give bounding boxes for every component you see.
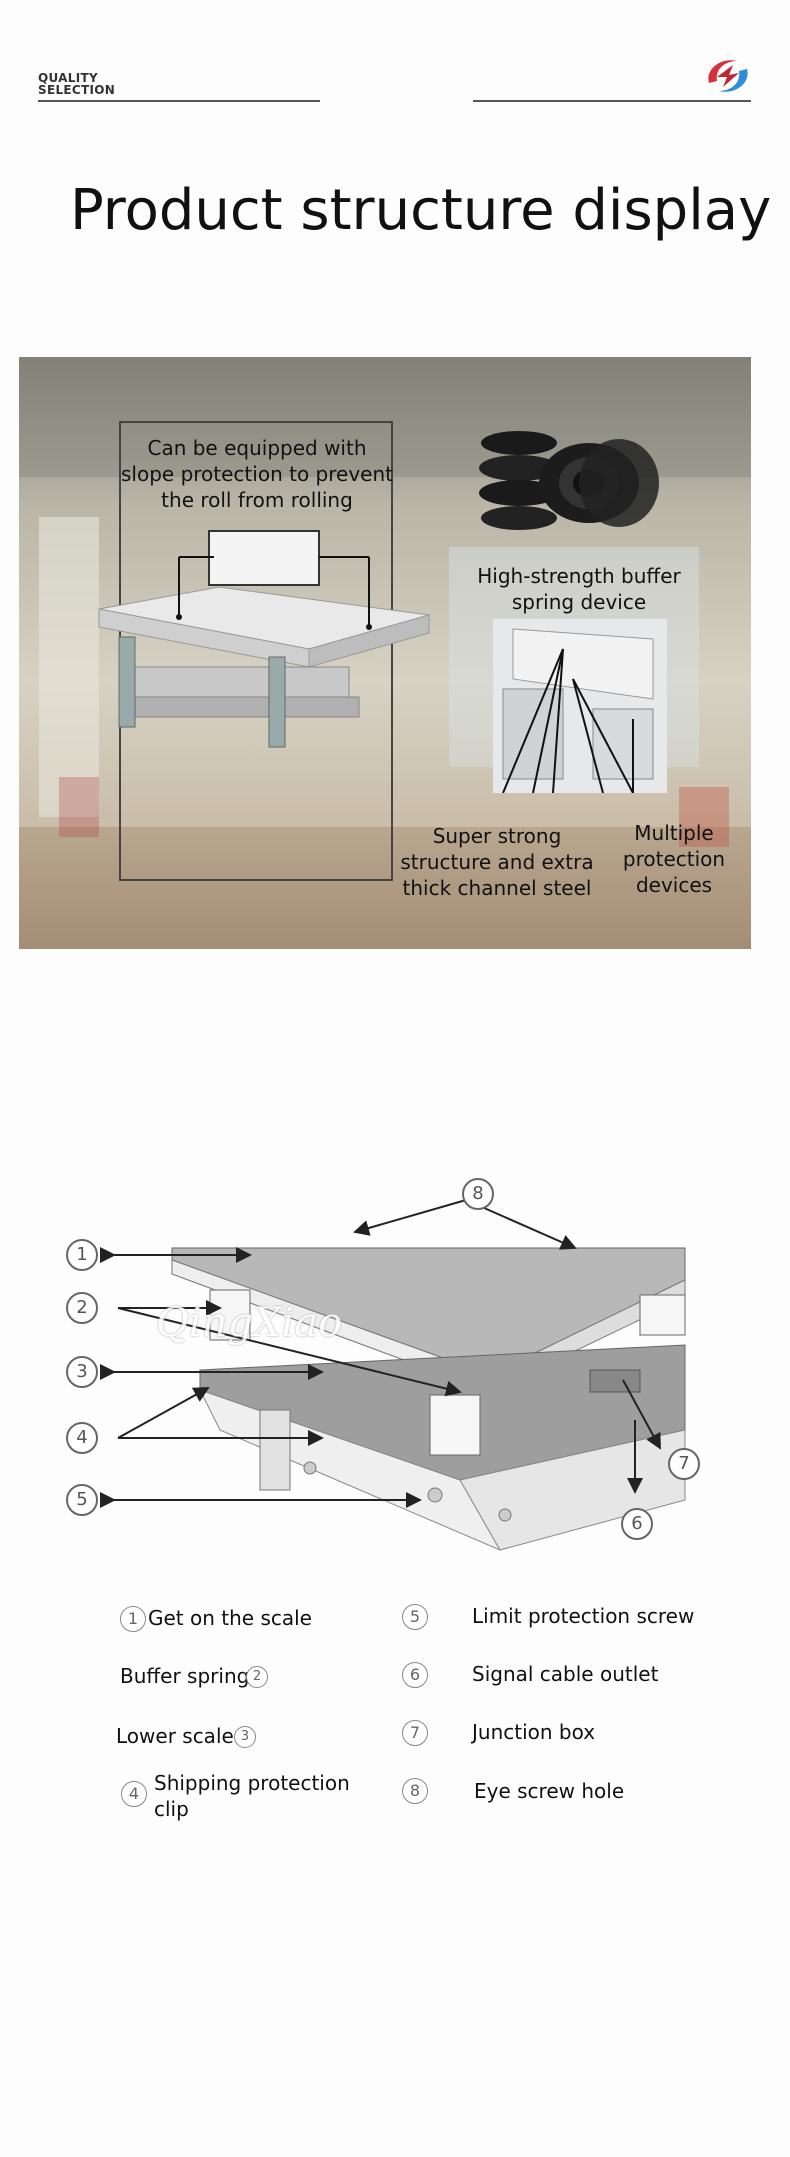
brand-line-1: QUALITY bbox=[38, 71, 98, 85]
legend-num-6: 6 bbox=[402, 1662, 428, 1688]
header-divider-right bbox=[473, 100, 751, 102]
product-photo-panel: Can be equipped with slope protection to… bbox=[19, 357, 751, 949]
legend-num-3: 3 bbox=[234, 1726, 256, 1748]
watermark-text: QingXiao bbox=[156, 1300, 343, 1346]
legend-text-4: Shipping protection clip bbox=[154, 1771, 350, 1821]
legend-num-4: 4 bbox=[121, 1781, 147, 1807]
brand-logo-icon bbox=[703, 55, 753, 97]
legend-num-5: 5 bbox=[402, 1604, 428, 1630]
legend-text-8: Eye screw hole bbox=[474, 1779, 625, 1803]
legend-num-2: 2 bbox=[246, 1666, 268, 1688]
scale-platform-image bbox=[98, 530, 430, 748]
legend-text-6: Signal cable outlet bbox=[472, 1662, 659, 1686]
callout-7: 7 bbox=[668, 1448, 700, 1480]
label-buffer-spring: High-strength buffer spring device bbox=[477, 564, 681, 614]
label-protection-devices: Multiple protection devices bbox=[622, 821, 726, 897]
callout-3: 3 bbox=[66, 1356, 98, 1388]
legend-text-3: Lower scale bbox=[116, 1724, 234, 1748]
label-slope-protection: Can be equipped with slope protection to… bbox=[121, 436, 393, 512]
legend-text-1: Get on the scale bbox=[148, 1606, 312, 1630]
detail-inset-image bbox=[493, 619, 667, 793]
callout-1: 1 bbox=[66, 1239, 98, 1271]
legend-num-7: 7 bbox=[402, 1720, 428, 1746]
scale-structure-diagram: QingXiao 1 2 3 4 5 6 7 8 bbox=[60, 1170, 720, 1560]
callout-5: 5 bbox=[66, 1484, 98, 1516]
header-divider-left bbox=[38, 100, 320, 102]
label-structure: Super strong structure and extra thick c… bbox=[400, 824, 594, 900]
spring-image bbox=[479, 431, 659, 530]
brand-text: QUALITY SELECTION bbox=[38, 72, 115, 96]
callout-4: 4 bbox=[66, 1422, 98, 1454]
legend-text-5: Limit protection screw bbox=[472, 1604, 695, 1628]
diagram-drawing bbox=[100, 1199, 686, 1552]
legend-text-2: Buffer spring bbox=[120, 1664, 250, 1688]
callout-2: 2 bbox=[66, 1292, 98, 1324]
legend-num-1: 1 bbox=[120, 1606, 146, 1632]
brand-line-2: SELECTION bbox=[38, 83, 116, 97]
legend-num-8: 8 bbox=[402, 1778, 428, 1804]
legend-text-7: Junction box bbox=[472, 1720, 596, 1744]
page-title: Product structure display bbox=[70, 178, 772, 243]
callout-6: 6 bbox=[621, 1508, 653, 1540]
callout-8: 8 bbox=[462, 1178, 494, 1210]
